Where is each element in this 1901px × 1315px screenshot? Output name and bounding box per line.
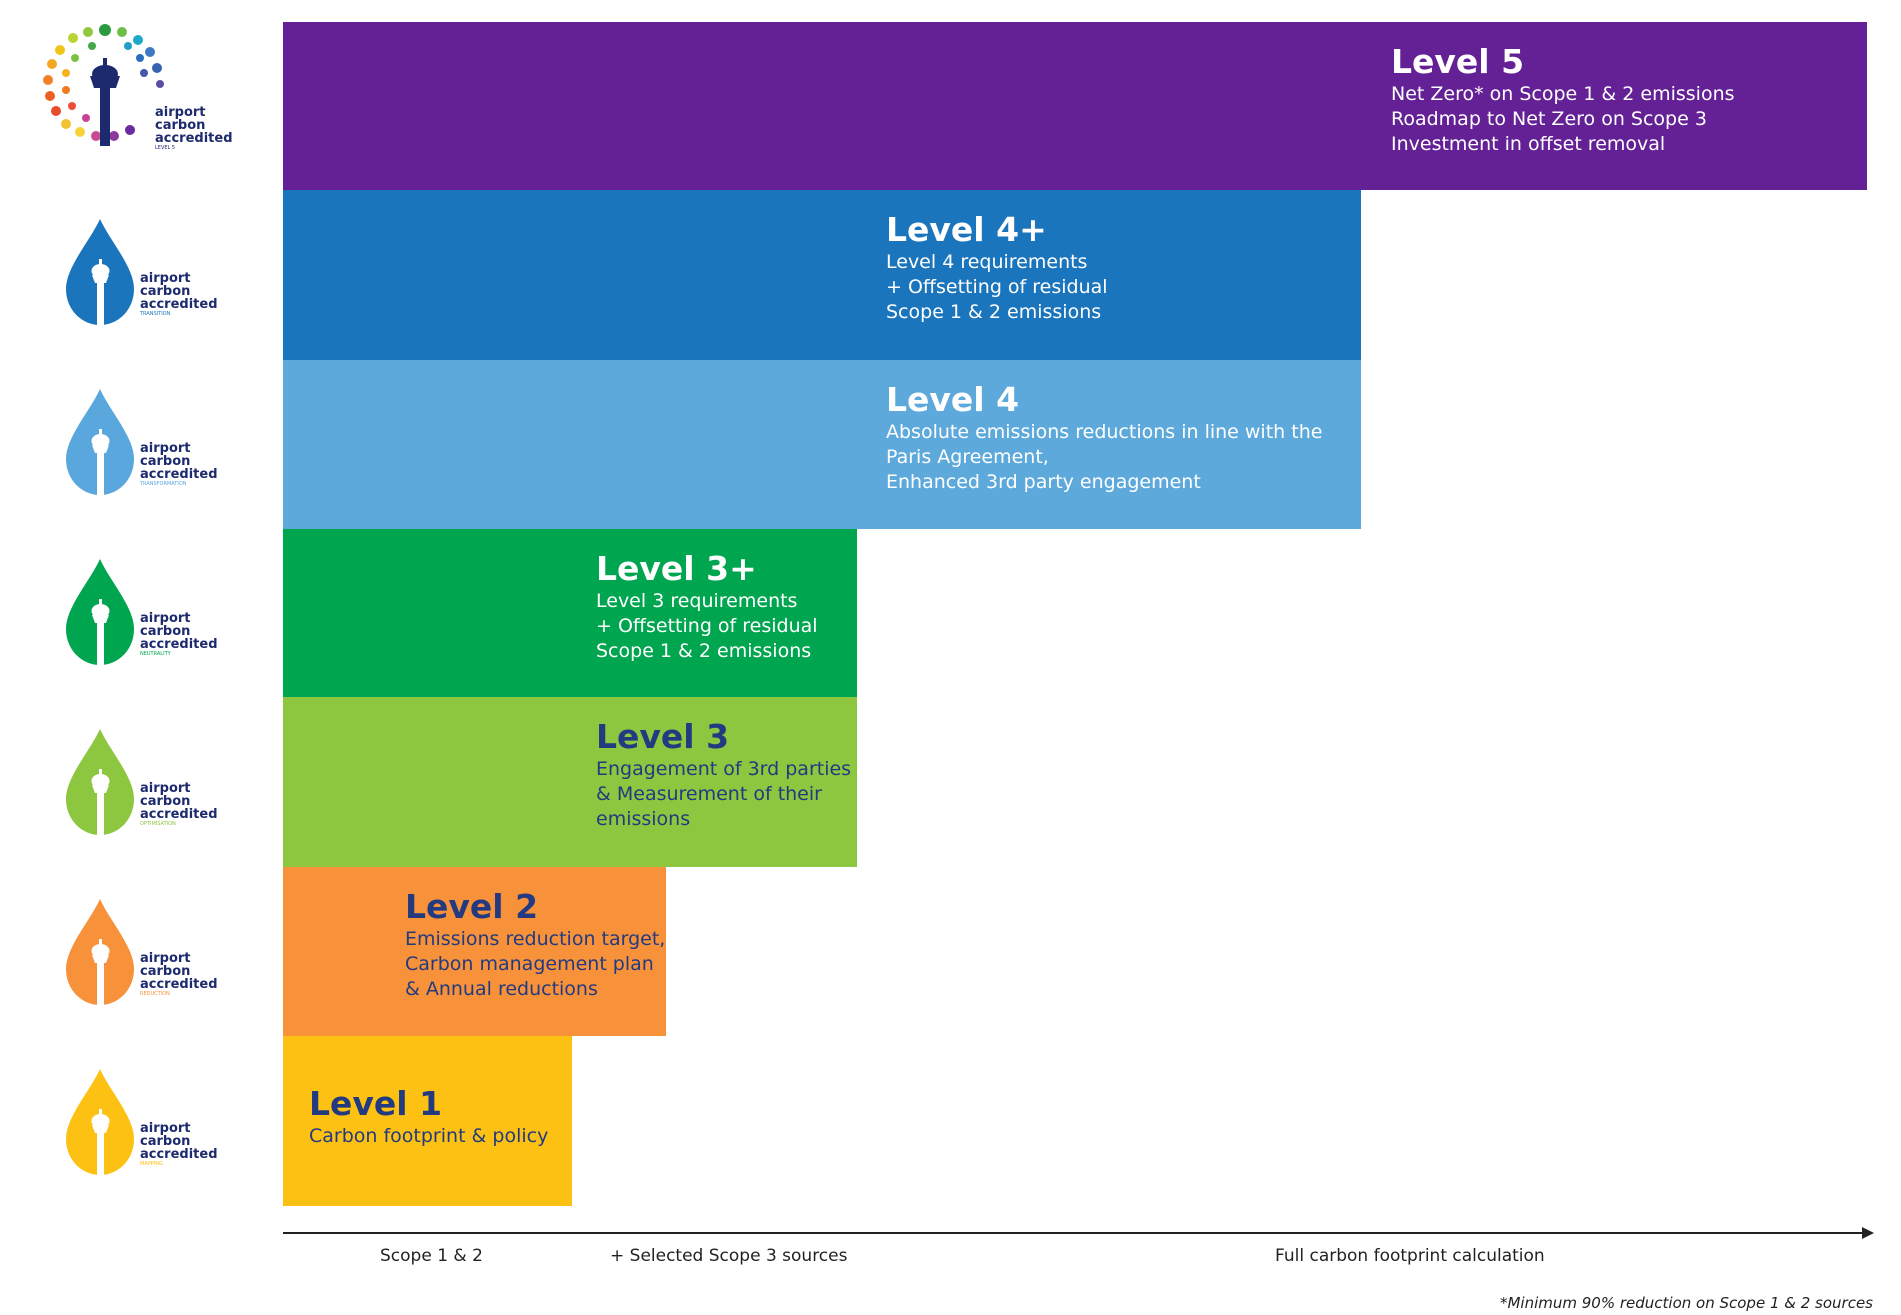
droplet-tower-icon xyxy=(66,559,134,665)
level-4-plus-line: Scope 1 & 2 emissions xyxy=(886,301,1102,323)
level-2-line: & Annual reductions xyxy=(405,978,598,1000)
logo-level-5: airport carbon accredited LEVEL 5 xyxy=(30,18,233,158)
level-1-line: Carbon footprint & policy xyxy=(309,1125,549,1147)
logo-sub-label: MAPPING xyxy=(140,1161,163,1167)
level-3-plus-line: + Offsetting of residual xyxy=(596,615,818,637)
level-4-bar: Level 4 Absolute emissions reductions in… xyxy=(283,360,1361,529)
droplet-tower-icon xyxy=(66,899,134,1005)
level-5-bar: Level 5 Net Zero* on Scope 1 & 2 emissio… xyxy=(283,22,1867,190)
level-3-line: emissions xyxy=(596,808,691,830)
droplet-tower-icon xyxy=(66,389,134,495)
logo-text-line: airport xyxy=(155,105,206,120)
logo-text-line: carbon xyxy=(140,284,191,299)
level-2-bar: Level 2 Emissions reduction target, Carb… xyxy=(283,867,666,1036)
level-4-plus-line: + Offsetting of residual xyxy=(886,276,1108,298)
logo-text-line: carbon xyxy=(140,624,191,639)
level-2-line: Emissions reduction target, xyxy=(405,928,666,950)
logo-text-line: carbon xyxy=(140,794,191,809)
logo-text-line: airport xyxy=(140,271,191,286)
logo-text-line: accredited xyxy=(140,467,218,482)
level-1-title: Level 1 xyxy=(309,1084,443,1123)
level-5-title: Level 5 xyxy=(1391,42,1525,81)
level-4-title: Level 4 xyxy=(886,380,1020,419)
level-1-bar: Level 1 Carbon footprint & policy xyxy=(283,1036,572,1206)
level-2-line: Carbon management plan xyxy=(405,953,654,975)
logo-sub-label: TRANSITION xyxy=(140,311,171,317)
level-3-bar: Level 3 Engagement of 3rd parties & Meas… xyxy=(283,697,857,867)
axis-label-selected-scope-3: + Selected Scope 3 sources xyxy=(610,1246,848,1266)
level-5-line: Roadmap to Net Zero on Scope 3 xyxy=(1391,108,1707,130)
footnote: *Minimum 90% reduction on Scope 1 & 2 so… xyxy=(1499,1294,1873,1312)
logo-sub-label: TRANSFORMATION xyxy=(140,481,187,487)
level-5-line: Investment in offset removal xyxy=(1391,133,1666,155)
level-4-plus-title: Level 4+ xyxy=(886,210,1047,249)
logo-text-line: accredited xyxy=(140,807,218,822)
logo-text-line: airport xyxy=(140,951,191,966)
logo-text-line: accredited xyxy=(155,131,233,146)
logo-text-line: accredited xyxy=(140,1147,218,1162)
logo-text-line: airport xyxy=(140,441,191,456)
level-4-plus-bar: Level 4+ Level 4 requirements + Offsetti… xyxy=(283,190,1361,360)
logo-text-line: carbon xyxy=(140,964,191,979)
airport-carbon-accredited-flower-icon xyxy=(43,24,164,146)
logo-text-line: accredited xyxy=(140,637,218,652)
logo-text-line: accredited xyxy=(140,297,218,312)
level-4-line: Enhanced 3rd party engagement xyxy=(886,471,1201,493)
level-3-plus-line: Level 3 requirements xyxy=(596,590,798,612)
level-3-line: & Measurement of their xyxy=(596,783,822,805)
level-3-line: Engagement of 3rd parties xyxy=(596,758,852,780)
level-3-title: Level 3 xyxy=(596,717,730,756)
level-3-plus-title: Level 3+ xyxy=(596,549,757,588)
logo-text-line: carbon xyxy=(155,118,206,133)
level-3-plus-bar: Level 3+ Level 3 requirements + Offsetti… xyxy=(283,529,857,697)
logo-text-line: accredited xyxy=(140,977,218,992)
axis-label-scope-1-2: Scope 1 & 2 xyxy=(380,1246,483,1266)
x-axis-line xyxy=(283,1232,1867,1234)
logo-sub-label: REDUCTION xyxy=(140,991,170,997)
logo-text-line: carbon xyxy=(140,454,191,469)
logo-sub-label: NEUTRALITY xyxy=(140,651,171,657)
level-4-plus-line: Level 4 requirements xyxy=(886,251,1088,273)
logo-sub-label: LEVEL 5 xyxy=(155,145,176,151)
x-axis-arrow-icon xyxy=(1862,1227,1874,1239)
logo-text-line: airport xyxy=(140,781,191,796)
logo-text-line: airport xyxy=(140,1121,191,1136)
level-4-line: Absolute emissions reductions in line wi… xyxy=(886,421,1323,443)
droplet-tower-icon xyxy=(66,219,134,325)
axis-label-full-footprint: Full carbon footprint calculation xyxy=(1275,1246,1545,1266)
logo-text-line: airport xyxy=(140,611,191,626)
logo-text-line: carbon xyxy=(140,1134,191,1149)
level-3-plus-line: Scope 1 & 2 emissions xyxy=(596,640,812,662)
level-4-line: Paris Agreement, xyxy=(886,446,1049,468)
droplet-tower-icon xyxy=(66,1069,134,1175)
logo-sub-label: OPTIMISATION xyxy=(140,821,176,827)
level-2-title: Level 2 xyxy=(405,887,539,926)
level-5-line: Net Zero* on Scope 1 & 2 emissions xyxy=(1391,83,1735,105)
droplet-tower-icon xyxy=(66,729,134,835)
